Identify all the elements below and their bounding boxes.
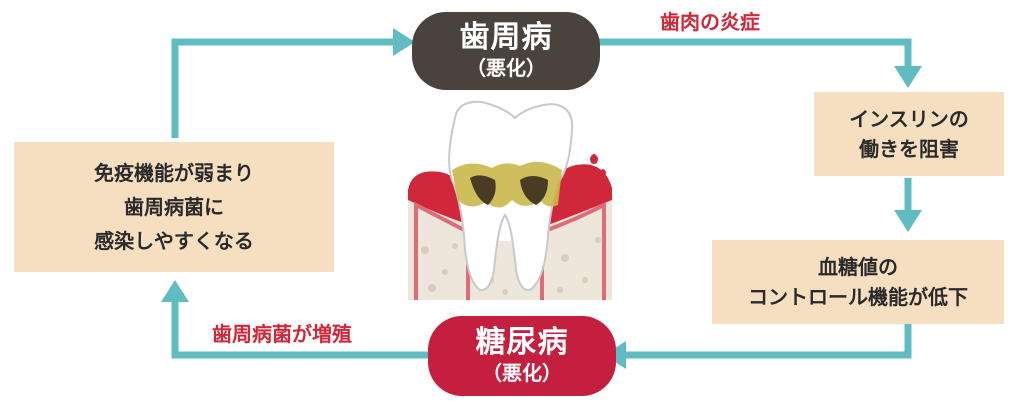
arrow-glucose-to-diabetes <box>624 324 912 359</box>
arrowhead-insulin <box>894 66 922 88</box>
arrowhead-glucose <box>894 210 922 232</box>
node-blood-glucose: 血糖値の コントロール機能が低下 <box>712 240 1004 324</box>
label-gum-inflammation: 歯肉の炎症 <box>660 10 760 34</box>
tooth-illustration-icon <box>408 100 612 300</box>
arrow-perio-to-insulin <box>598 38 912 68</box>
node-periodontal-title: 歯周病 <box>459 20 553 55</box>
node-immune: 免疫機能が弱まり 歯周病菌に 感染しやすくなる <box>14 142 334 272</box>
node-insulin-line1: インスリンの <box>849 107 969 131</box>
arrow-immune-to-perio <box>171 38 395 138</box>
arrowhead-perio <box>393 28 415 56</box>
node-periodontal-disease: 歯周病 （悪化） <box>412 12 600 90</box>
node-glucose-line2: コントロール機能が低下 <box>748 285 968 309</box>
node-immune-line2: 歯周病菌に <box>124 195 224 219</box>
label-bacteria-increase: 歯周病菌が増殖 <box>212 322 352 346</box>
node-diabetes: 糖尿病 （悪化） <box>428 316 616 396</box>
node-immune-line3: 感染しやすくなる <box>94 229 254 253</box>
arrow-diabetes-to-immune <box>171 300 428 359</box>
node-diabetes-title: 糖尿病 <box>475 325 569 360</box>
arrowhead-immune <box>161 280 189 302</box>
node-glucose-line1: 血糖値の <box>818 255 898 279</box>
node-insulin-line2: 働きを阻害 <box>859 137 959 161</box>
node-insulin: インスリンの 働きを阻害 <box>814 92 1004 176</box>
node-periodontal-subtitle: （悪化） <box>466 56 546 80</box>
node-immune-line1: 免疫機能が弱まり <box>94 161 254 185</box>
node-diabetes-subtitle: （悪化） <box>482 361 562 385</box>
